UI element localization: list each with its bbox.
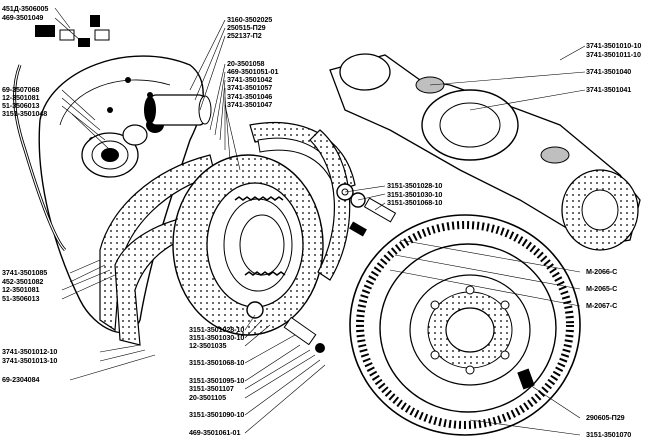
label-top-1: 3160-3502025 <box>227 15 273 24</box>
label-right-low-3: М-2067-С <box>586 301 618 310</box>
label-left-7: 3741-3501085 <box>2 268 48 277</box>
return-spring-upper <box>234 196 284 201</box>
label-left-8: 452-3501082 <box>2 277 44 286</box>
leader-lines <box>54 7 586 436</box>
label-bottom-2: 3151-3501030-10 <box>189 333 245 342</box>
label-bottom-right-2: 3151-3501070 <box>586 430 632 439</box>
return-spring-lower <box>244 271 286 276</box>
label-right-top-4: 3741-3501041 <box>586 85 632 94</box>
label-top-4: 20-3501058 <box>227 59 265 68</box>
label-left-3: 69-3507068 <box>2 85 40 94</box>
label-left-1: 451Д-3506005 <box>2 4 49 13</box>
label-right-low-2: М-2065-С <box>586 284 618 293</box>
anchor-plate <box>172 154 324 336</box>
label-right-top-3: 3741-3501040 <box>586 67 632 76</box>
label-right-mid-2: 3151-3501030-10 <box>387 190 443 199</box>
label-left-4: 12-3501081 <box>2 93 40 102</box>
wheel-cylinder <box>144 94 212 126</box>
label-right-mid-3: 3151-3501068-10 <box>387 198 443 207</box>
label-bottom-1: 3151-3501028-10 <box>189 325 245 334</box>
label-left-13: 69-2304084 <box>2 375 40 384</box>
label-bottom-4: 3151-3501068-10 <box>189 358 245 367</box>
label-bottom-3: 12-3501035 <box>189 341 227 350</box>
label-left-12: 3741-3501013-10 <box>2 356 58 365</box>
label-left-11: 3741-3501012-10 <box>2 347 58 356</box>
label-bottom-5: 3151-3501095-10 <box>189 376 245 385</box>
label-bottom-6: 3151-3501107 <box>189 384 234 393</box>
label-top-8: 3741-3501046 <box>227 92 273 101</box>
label-bottom-9: 469-3501061-01 <box>189 428 241 437</box>
label-top-3: 252137-П2 <box>227 31 262 40</box>
label-left-9: 12-3501081 <box>2 285 40 294</box>
label-top-5: 469-3501051-01 <box>227 67 279 76</box>
label-right-low-1: М-2066-С <box>586 267 618 276</box>
label-bottom-8: 3151-3501090-10 <box>189 410 245 419</box>
washers-pins <box>246 183 397 353</box>
brake-shoe-right <box>309 129 351 281</box>
label-top-2: 250515-П29 <box>227 23 266 32</box>
label-right-mid-1: 3151-3501028-10 <box>387 181 443 190</box>
axle-assembly <box>329 53 641 251</box>
label-left-6: 3151-3501048 <box>2 109 48 118</box>
label-right-top-1: 3741-3501010-10 <box>586 41 642 50</box>
label-bottom-right-1: 290605-П29 <box>586 413 625 422</box>
label-left-5: 51-3506013 <box>2 101 40 110</box>
label-top-9: 3741-3501047 <box>227 100 273 109</box>
label-top-6: 3741-3501042 <box>227 75 273 84</box>
brake-drum <box>349 214 581 436</box>
label-right-top-2: 3741-3501011-10 <box>586 50 641 59</box>
wheel-stud <box>517 368 535 390</box>
label-left-2: 469-3501049 <box>2 13 44 22</box>
label-top-7: 3741-3501057 <box>227 83 273 92</box>
label-left-10: 51-3506013 <box>2 294 40 303</box>
fittings <box>13 15 110 252</box>
label-bottom-7: 20-3501105 <box>189 393 226 402</box>
